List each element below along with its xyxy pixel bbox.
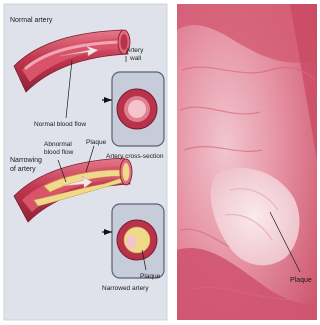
micrograph-panel: Plaque — [177, 4, 317, 320]
label-normal-artery: Normal artery — [10, 17, 53, 24]
label-plaque-tube: Plaque — [86, 139, 107, 146]
label-narrowed-artery: Narrowed artery — [102, 285, 149, 292]
label-narrowing-line1: Narrowing — [10, 157, 42, 164]
label-normal-blood-flow: Normal blood flow — [34, 121, 86, 128]
label-artery-wall-line1: Artery — [126, 47, 144, 54]
illustration-panel: Normal artery Artery wall Normal blood f… — [0, 0, 170, 325]
label-abnormal-flow-line2: blood flow — [44, 149, 74, 156]
label-artery-cross-section: Artery cross-section — [106, 153, 164, 160]
label-artery-wall-line2: wall — [129, 55, 142, 62]
label-abnormal-flow-line1: Abnormal — [44, 141, 72, 148]
label-micrograph-plaque: Plaque — [290, 277, 312, 284]
label-narrowing-line2: of artery — [10, 166, 36, 173]
label-plaque-inset: Plaque — [140, 273, 161, 280]
